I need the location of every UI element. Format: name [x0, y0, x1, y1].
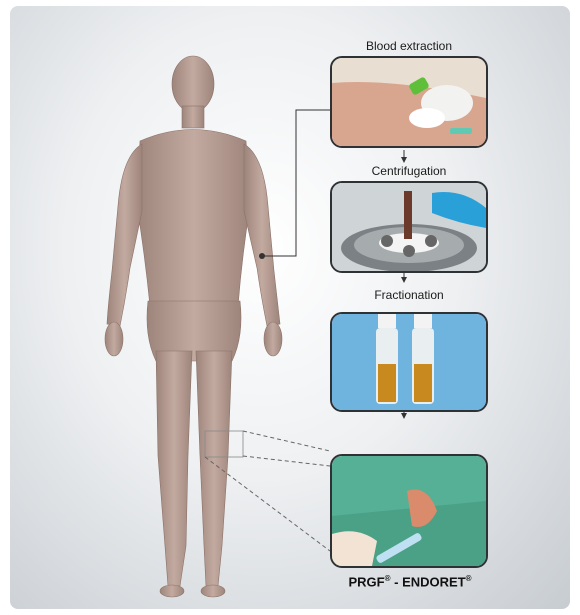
- injection-panel: [330, 454, 488, 568]
- fractionation-panel: [330, 312, 488, 412]
- illustration-frame: Blood extraction Centrifugation Fraction…: [10, 6, 570, 609]
- brand-separator: -: [391, 574, 403, 589]
- step-label-centrifugation: Centrifugation: [329, 164, 489, 178]
- brand-endoret: ENDORET: [402, 574, 466, 589]
- blood-extraction-panel: [330, 56, 488, 148]
- brand-label: PRGF® - ENDORET®: [320, 574, 500, 589]
- step-label-blood-extraction: Blood extraction: [329, 39, 489, 53]
- step-label-fractionation: Fractionation: [329, 288, 489, 302]
- brand-prgf: PRGF: [348, 574, 384, 589]
- brand-reg-2: ®: [466, 574, 472, 583]
- centrifugation-panel: [330, 181, 488, 273]
